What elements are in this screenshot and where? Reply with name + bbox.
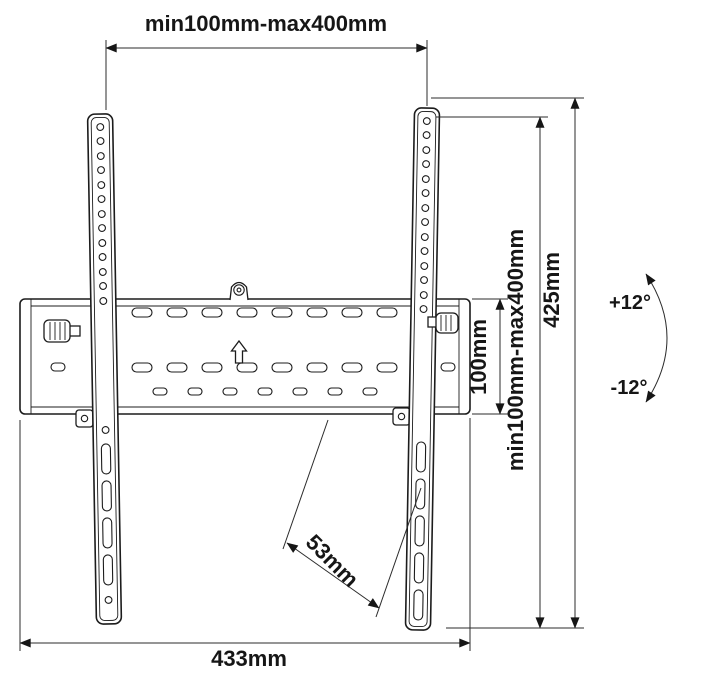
- wall-plate: [19, 298, 471, 428]
- left-rail-holes: [96, 123, 114, 604]
- tilt-up-label: +12°: [609, 292, 651, 314]
- right-vesa-rail: [404, 107, 441, 631]
- tilt-range-indicator: +12° -12°: [609, 273, 668, 403]
- extension-line: [375, 487, 422, 618]
- dim-overall-width-label: 433mm: [211, 646, 287, 671]
- right-tension-knob: [427, 312, 459, 334]
- tilt-arc-arrow-icon: [645, 273, 668, 403]
- dim-total-height-label: 425mm: [539, 252, 564, 328]
- dim-plate-height-label: 100mm: [466, 319, 491, 395]
- dim-overall-width: 433mm: [19, 418, 471, 671]
- plate-slot-row-top: [131, 307, 398, 318]
- right-rail-holes: [413, 117, 431, 621]
- left-vesa-rail: [86, 113, 123, 625]
- dim-vesa-vertical: min100mm-max400mm: [436, 116, 584, 629]
- left-locking-clip: [75, 409, 94, 428]
- dim-plate-height: 100mm: [466, 298, 508, 415]
- plate-slot-row-bottom: [152, 387, 378, 396]
- plate-slot-row-middle: [50, 362, 456, 373]
- dim-wall-offset-label: 53mm: [301, 529, 364, 592]
- dim-total-height: 425mm: [431, 97, 584, 629]
- center-hanger-hook: [229, 281, 249, 301]
- extension-line: [282, 419, 329, 550]
- dimension-line: [286, 542, 380, 609]
- dim-top-width-label: min100mm-max400mm: [145, 11, 387, 36]
- dim-top-width: min100mm-max400mm: [105, 11, 428, 110]
- right-locking-clip: [392, 407, 411, 426]
- left-tension-knob: [43, 319, 81, 343]
- dim-vesa-vertical-label: min100mm-max400mm: [503, 229, 528, 471]
- tilt-down-label: -12°: [611, 377, 648, 399]
- up-arrow-icon: [230, 339, 248, 364]
- dim-wall-offset: 53mm: [282, 419, 422, 618]
